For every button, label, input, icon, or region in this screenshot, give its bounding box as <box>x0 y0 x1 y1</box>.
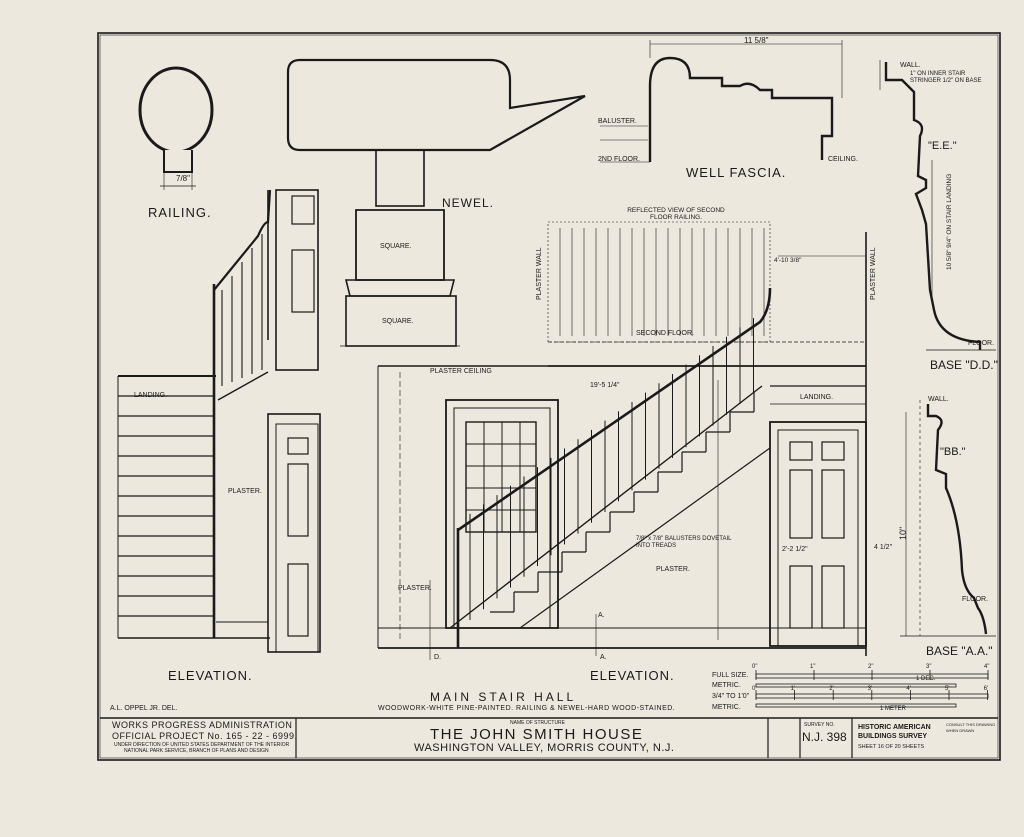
wall-label-dd: WALL. <box>900 62 921 69</box>
scale-metric-2: METRIC. <box>712 704 741 711</box>
railing-section <box>138 66 214 190</box>
plaster-left-label: PLASTER. <box>228 488 262 495</box>
mini-note-2: WHEN DRAWN <box>946 728 975 733</box>
second-floor-note: SECOND FLOOR. <box>636 330 694 337</box>
scale-tick-label: 2' <box>829 686 834 692</box>
scale-tick-label: 6' <box>983 686 989 692</box>
right-elevation <box>377 221 867 660</box>
dim-10: 10" <box>898 526 908 540</box>
square-lower-label: SQUARE. <box>382 318 414 325</box>
plaster-ceiling-label: PLASTER CEILING <box>430 368 492 375</box>
scale-tick-label: 3' <box>867 686 873 692</box>
base-ee-label: "E.E." <box>928 140 957 152</box>
location: WASHINGTON VALLEY, MORRIS COUNTY, N.J. <box>414 742 675 754</box>
baluster-note: 7/8" x 7/8" BALUSTERS DOVETAIL INTO TREA… <box>636 536 732 549</box>
railing-dim: 7/8" <box>176 174 190 183</box>
section-a-upper: A. <box>598 612 605 619</box>
scale-full-size: FULL SIZE. <box>712 672 749 679</box>
dim-width: 19'-5 1/4" <box>590 382 620 389</box>
reflected-view-note: REFLECTED VIEW OF SECOND FLOOR RAILING. <box>627 207 725 221</box>
plaster-wall-right: PLASTER WALL <box>870 247 877 300</box>
newel-label: NEWEL. <box>442 196 495 210</box>
second-floor-label: 2ND FLOOR. <box>598 156 641 163</box>
section-a-lower: A. <box>600 654 607 661</box>
delineator: A.L. OPPEL JR. DEL. <box>110 705 178 712</box>
stringer-note: 1" ON INNER STAIR STRINGER 1/2" ON BASE <box>910 71 982 84</box>
base-bb-label: "BB." <box>940 446 966 458</box>
name-caption: NAME OF STRUCTURE <box>510 720 565 726</box>
scale-tick-label: 0" <box>752 664 758 670</box>
plaster-wall-left: PLASTER WALL <box>536 247 543 300</box>
well-fascia-profile <box>600 40 843 163</box>
scale-tick-label: 3" <box>926 664 932 670</box>
scale-tick-label: 2" <box>868 664 874 670</box>
dim-4-10: 4'-10 3/8" <box>774 257 802 264</box>
main-title: MAIN STAIR HALL <box>430 690 577 704</box>
square-upper-label: SQUARE. <box>380 243 412 250</box>
base-aa-profile <box>900 400 996 637</box>
habs-line-2: BUILDINGS SURVEY <box>858 733 928 740</box>
baluster-label: BALUSTER. <box>598 118 637 125</box>
well-fascia-label: WELL FASCIA. <box>686 165 787 180</box>
left-elevation <box>117 189 321 653</box>
plaster-center-label: PLASTER. <box>656 566 690 573</box>
scale-bars <box>755 670 989 708</box>
base-dd-profile <box>879 60 996 351</box>
scale-tick-label: 0' <box>752 686 757 692</box>
elevation-left-label: ELEVATION. <box>168 668 253 683</box>
scale-tick-label: 4" <box>984 664 990 670</box>
base-aa-label: BASE "A.A." <box>926 644 993 658</box>
outer-border <box>97 32 1001 761</box>
sheet-count: SHEET 16 OF 20 SHEETS <box>858 744 925 750</box>
scale-meter: 1 METER <box>880 706 907 712</box>
direction-label: UNDER DIRECTION OF UNITED STATES DEPARTM… <box>114 742 290 748</box>
survey-caption: SURVEY NO. <box>804 722 835 728</box>
floor-label-aa: FLOOR. <box>962 596 989 603</box>
base-dd-dim: 10 5/8" 9/4" ON STAIR LANDING <box>946 173 953 270</box>
ceiling-label: CEILING. <box>828 156 858 163</box>
base-dd-label: BASE "D.D." <box>930 358 998 372</box>
wall-label-bb: WALL. <box>928 396 949 403</box>
floor-label-dd: FLOOR. <box>968 340 995 347</box>
scale-tick-label: 1' <box>790 686 796 692</box>
dim-bb-43: 4 1/2" <box>874 544 893 551</box>
park-service-label: NATIONAL PARK SERVICE, BRANCH OF PLANS A… <box>124 748 269 754</box>
landing-left: LANDING. <box>134 392 168 399</box>
structure-name: THE JOHN SMITH HOUSE <box>430 726 644 743</box>
mini-note-1: CONSULT THIS DRAWING <box>946 722 996 727</box>
wpa-label: WORKS PROGRESS ADMINISTRATION <box>112 720 293 730</box>
landing-right: LANDING. <box>800 394 834 401</box>
section-d: D. <box>434 654 441 661</box>
scale-tick-label: 4' <box>906 686 911 692</box>
newel-plan <box>286 58 586 347</box>
survey-number: N.J. 398 <box>802 730 847 744</box>
project-label: OFFICIAL PROJECT No. 165 - 22 - 6999. <box>112 731 298 741</box>
scale-three-quarter: 3/4" TO 1'0" <box>712 693 750 700</box>
scale-tick-label: 5' <box>945 686 950 692</box>
habs-line-1: HISTORIC AMERICAN <box>858 724 931 731</box>
scale-decimeter: 1 DEC. <box>916 676 936 682</box>
scale-tick-label: 1" <box>810 664 816 670</box>
subtitle: WOODWORK-WHITE PINE-PAINTED. RAILING & N… <box>378 705 676 712</box>
railing-label: RAILING. <box>148 205 212 220</box>
scale-metric-1: METRIC. <box>712 682 741 689</box>
plaster-bottom-label: PLASTER. <box>398 585 432 592</box>
elevation-right-label: ELEVATION. <box>590 668 675 683</box>
dim-door: 2'-2 1/2" <box>782 546 808 553</box>
fascia-dim: 11 5/8" <box>744 36 769 45</box>
